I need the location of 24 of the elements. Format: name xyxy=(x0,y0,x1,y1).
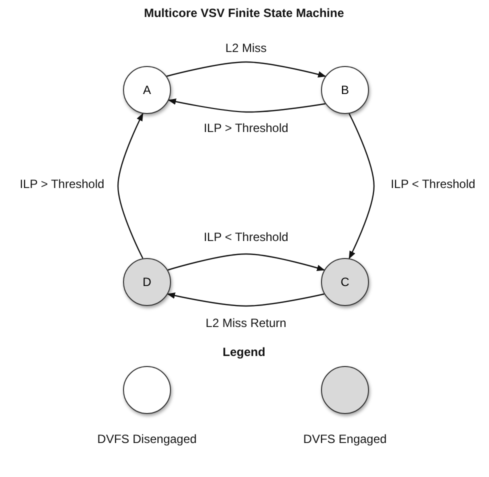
arrow xyxy=(168,253,325,271)
legend-label: DVFS Disengaged xyxy=(97,432,197,446)
state-circle xyxy=(321,66,369,114)
legend-label: DVFS Engaged xyxy=(303,432,387,446)
arrow xyxy=(117,112,144,259)
edge-label: L2 Miss xyxy=(223,41,269,55)
edge-label: L2 Miss Return xyxy=(204,316,288,330)
edge-label: ILP < Threshold xyxy=(388,177,478,191)
state-label: B xyxy=(340,83,349,97)
arrow xyxy=(348,113,375,260)
state-label: A xyxy=(142,83,151,97)
state-circle xyxy=(123,66,171,114)
state-circle xyxy=(321,258,369,306)
state-label: D xyxy=(142,275,152,289)
state-circle xyxy=(123,258,171,306)
state-label: C xyxy=(340,275,350,289)
edge-label: ILP > Threshold xyxy=(202,121,290,135)
arrow xyxy=(166,61,326,78)
diagram-title: Multicore VSV Finite State Machine xyxy=(144,6,344,20)
arrow xyxy=(167,292,324,307)
edge-label: ILP > Threshold xyxy=(18,177,106,191)
legend-heading: Legend xyxy=(222,345,266,359)
edge-label: ILP < Threshold xyxy=(202,230,290,244)
arrow xyxy=(168,98,326,113)
